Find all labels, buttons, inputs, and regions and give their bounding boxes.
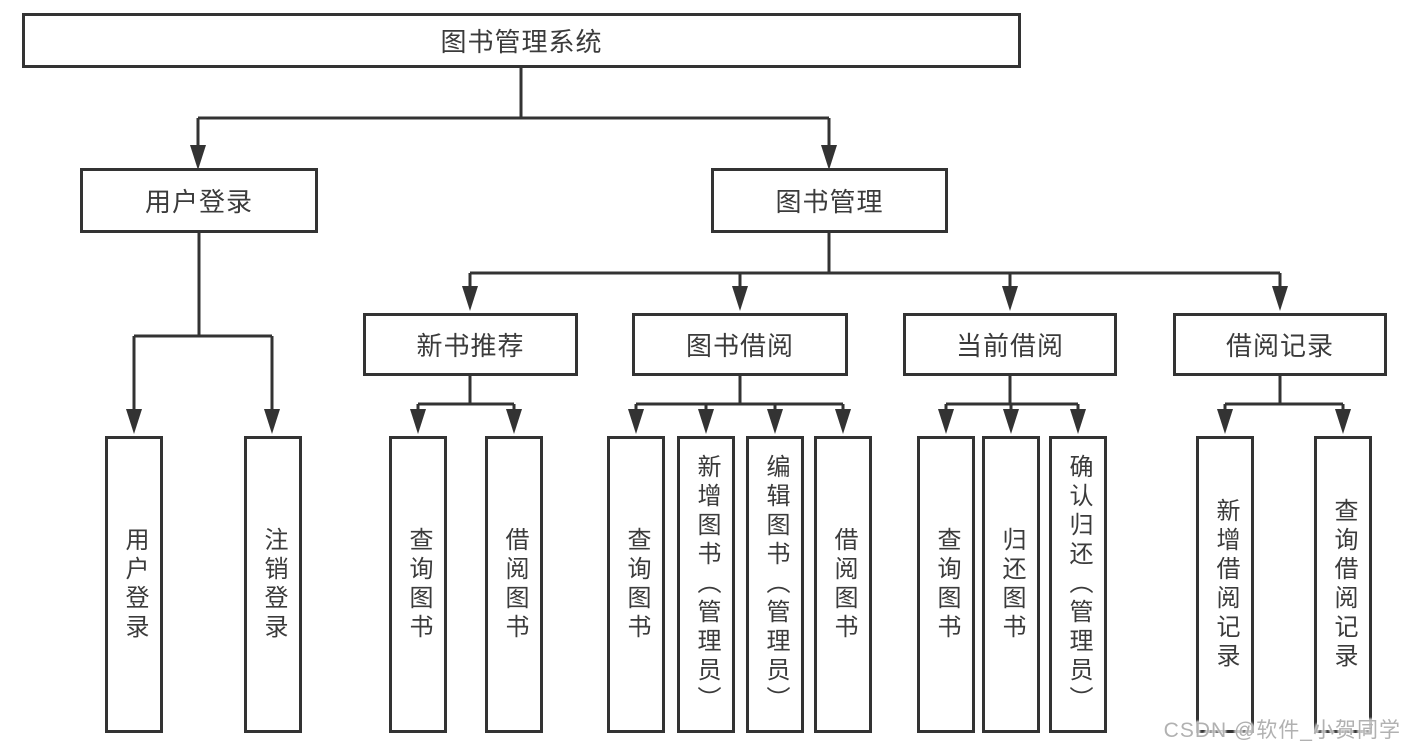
leaf-recommend-borrow-books: 借阅图书: [485, 436, 543, 733]
leaf-records-add-record-label: 新增借阅记录: [1212, 497, 1239, 672]
leaf-borrowing-borrow-books: 借阅图书: [814, 436, 872, 733]
leaf-current-confirm-return-admin-label: 确认归还（管理员）: [1065, 454, 1092, 715]
node-borrowing-records: 借阅记录: [1173, 313, 1387, 376]
leaf-current-return-books-label: 归还图书: [998, 526, 1025, 643]
node-user-login: 用户登录: [80, 168, 318, 233]
node-book-borrowing: 图书借阅: [632, 313, 848, 376]
leaf-logout: 注销登录: [244, 436, 302, 733]
node-book-management: 图书管理: [711, 168, 948, 233]
leaf-logout-label: 注销登录: [260, 526, 287, 643]
arrowheads: [126, 145, 1351, 434]
node-book-management-label: 图书管理: [775, 187, 884, 217]
leaf-recommend-query-books: 查询图书: [389, 436, 447, 733]
leaf-user-login: 用户登录: [105, 436, 163, 733]
leaf-borrowing-edit-books-admin: 编辑图书（管理员）: [746, 436, 804, 733]
csdn-watermark: CSDN @软件_小贺同学: [1163, 719, 1401, 742]
leaf-borrowing-add-books-admin-label: 新增图书（管理员）: [693, 454, 720, 715]
node-borrowing-records-label: 借阅记录: [1225, 331, 1334, 361]
leaf-records-add-record: 新增借阅记录: [1196, 436, 1254, 733]
node-user-login-label: 用户登录: [144, 187, 253, 217]
leaf-current-query-books: 查询图书: [917, 436, 975, 733]
leaf-borrowing-query-books: 查询图书: [607, 436, 665, 733]
leaf-records-query-record-label: 查询借阅记录: [1330, 497, 1357, 672]
leaf-borrowing-edit-books-admin-label: 编辑图书（管理员）: [762, 454, 789, 715]
node-new-book-recommend: 新书推荐: [363, 313, 578, 376]
leaf-user-login-label: 用户登录: [121, 526, 148, 643]
leaf-borrowing-borrow-books-label: 借阅图书: [830, 526, 857, 643]
leaf-records-query-record: 查询借阅记录: [1314, 436, 1372, 733]
leaf-current-query-books-label: 查询图书: [933, 526, 960, 643]
leaf-current-confirm-return-admin: 确认归还（管理员）: [1049, 436, 1107, 733]
leaf-recommend-query-books-label: 查询图书: [405, 526, 432, 643]
node-root-label: 图书管理系统: [440, 27, 603, 57]
node-book-borrowing-label: 图书借阅: [685, 331, 794, 361]
leaf-borrowing-add-books-admin: 新增图书（管理员）: [677, 436, 735, 733]
node-current-borrowing-label: 当前借阅: [955, 331, 1064, 361]
leaf-borrowing-query-books-label: 查询图书: [623, 526, 650, 643]
leaf-current-return-books: 归还图书: [982, 436, 1040, 733]
node-current-borrowing: 当前借阅: [903, 313, 1117, 376]
node-new-book-recommend-label: 新书推荐: [416, 331, 525, 361]
leaf-recommend-borrow-books-label: 借阅图书: [501, 526, 528, 643]
node-root-system: 图书管理系统: [22, 13, 1021, 68]
